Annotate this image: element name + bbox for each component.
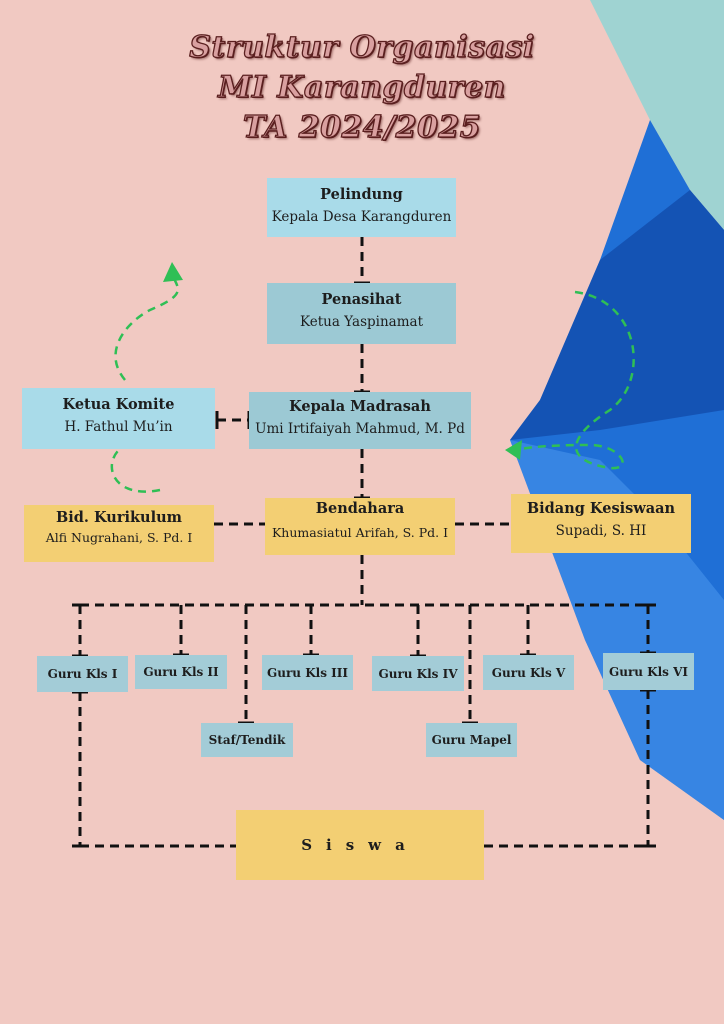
title-line-2: MI Karangduren [217,69,506,105]
node-bendahara: Bendahara Khumasiatul Arifah, S. Pd. I [265,498,455,555]
node-guru-kls-4: Guru Kls IV [372,656,464,691]
title-line-3: TA 2024/2025 [242,109,482,145]
node-role: Kepala Madrasah [289,398,431,415]
title-line-1: Struktur Organisasi [189,29,535,65]
node-guru-kls-1: Guru Kls I [37,656,128,692]
node-bidang-kesiswaan: Bidang Kesiswaan Supadi, S. HI [511,494,691,553]
node-person: Umi Irtifaiyah Mahmud, M. Pd [255,421,465,437]
node-role: Penasihat [321,291,402,308]
node-person: Kepala Desa Karangduren [271,209,452,225]
node-role: Bidang Kesiswaan [526,500,676,517]
node-guru-kls-6: Guru Kls VI [603,653,694,690]
node-penasihat: Penasihat Ketua Yaspinamat [267,283,456,344]
node-guru-mapel: Guru Mapel [426,723,517,757]
node-guru-kls-2: Guru Kls II [135,655,227,689]
node-person: Ketua Yaspinamat [300,314,423,330]
node-staf-tendik: Staf/Tendik [201,723,293,757]
node-guru-kls-3: Guru Kls III [262,655,353,690]
node-person: Alfi Nugrahani, S. Pd. I [45,530,193,545]
teal-paper-fold [590,0,724,230]
node-role: Pelindung [320,186,403,203]
node-kepala-madrasah: Kepala Madrasah Umi Irtifaiyah Mahmud, M… [249,392,471,449]
node-role: Ketua Komite [62,396,175,413]
node-guru-kls-5: Guru Kls V [483,655,574,690]
node-siswa: Siswa [236,810,484,880]
node-pelindung: Pelindung Kepala Desa Karangduren [267,178,456,237]
node-person: Khumasiatul Arifah, S. Pd. I [271,525,449,540]
node-role: Bendahara [315,500,405,517]
node-bid-kurikulum: Bid. Kurikulum Alfi Nugrahani, S. Pd. I [24,505,214,562]
node-ketua-komite: Ketua Komite H. Fathul Mu’in [22,388,215,449]
node-role: Bid. Kurikulum [56,509,182,526]
node-person: H. Fathul Mu’in [64,419,173,435]
node-person: Supadi, S. HI [555,523,647,539]
